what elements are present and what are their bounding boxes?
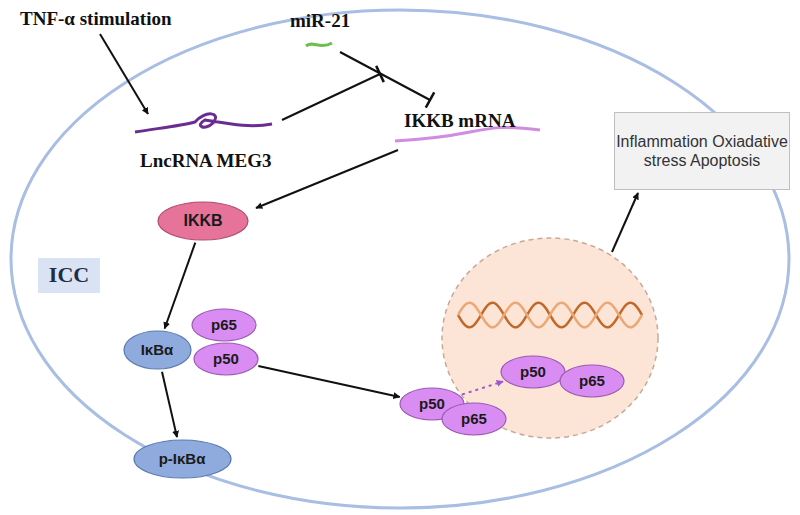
protein-ellipse: p-IκBα — [133, 439, 232, 479]
dna-helix — [458, 303, 642, 328]
node-text: p50 — [520, 363, 546, 381]
cell-membrane — [11, 10, 789, 508]
box-fill — [39, 258, 100, 292]
dna-strand — [458, 303, 642, 328]
node-text: IκBα — [141, 341, 174, 359]
protein-ellipse: p50 — [500, 355, 566, 389]
ellipse-fill — [194, 343, 258, 375]
ellipse-fill — [134, 440, 231, 478]
cell-type-tag: ICC — [38, 258, 100, 293]
protein-ellipse: IκBα — [123, 330, 192, 370]
inhibition-bar — [426, 92, 434, 107]
nucleus — [442, 238, 658, 438]
translation-arrow — [256, 150, 398, 208]
outcome-box: Inflammation Oxiadative stress Apoptosis — [614, 112, 790, 190]
inhibition-line — [282, 74, 380, 120]
connector-arrow — [462, 382, 503, 395]
ellipse-fill — [442, 403, 506, 435]
node-text: IKKB — [183, 211, 222, 230]
node-text: p-IκBα — [159, 450, 206, 468]
protein-ellipse: p65 — [559, 364, 625, 398]
dna-strand — [458, 303, 642, 328]
mirna-strand — [306, 43, 332, 46]
molecule-label: TNF-α stimulation — [20, 8, 172, 30]
outcome-arrow — [612, 193, 638, 252]
node-text: ICC — [49, 262, 89, 288]
node-text: p65 — [461, 410, 487, 428]
molecule-label: IKKB mRNA — [404, 110, 515, 132]
connector-arrow — [162, 372, 177, 437]
ellipse-fill — [501, 356, 565, 388]
protein-ellipse: IKKB — [157, 201, 249, 241]
inhibition-line — [340, 52, 430, 100]
connector-arrow — [165, 243, 196, 329]
box-outline — [614, 112, 790, 190]
ellipse-fill — [560, 365, 624, 397]
inhibition-bar — [376, 66, 384, 82]
protein-ellipse: p65 — [441, 402, 507, 436]
box-fill — [615, 113, 790, 190]
node-text: Inflammation Oxiadative stress Apoptosis — [614, 132, 790, 170]
ellipse-fill — [192, 309, 256, 341]
ellipse-fill — [124, 331, 191, 369]
molecule-label: LncRNA MEG3 — [140, 150, 271, 172]
node-text: p50 — [213, 350, 239, 368]
node-text: p50 — [419, 395, 445, 413]
node-text: p65 — [579, 372, 605, 390]
ellipse-fill — [158, 202, 248, 240]
protein-ellipse: p50 — [193, 342, 259, 376]
molecule-label: miR-21 — [290, 10, 350, 32]
connector-arrow — [258, 366, 399, 397]
lncrna-strand — [135, 114, 272, 132]
stimulation-arrow — [100, 34, 148, 114]
protein-ellipse: p65 — [191, 308, 257, 342]
node-text: p65 — [211, 316, 237, 334]
